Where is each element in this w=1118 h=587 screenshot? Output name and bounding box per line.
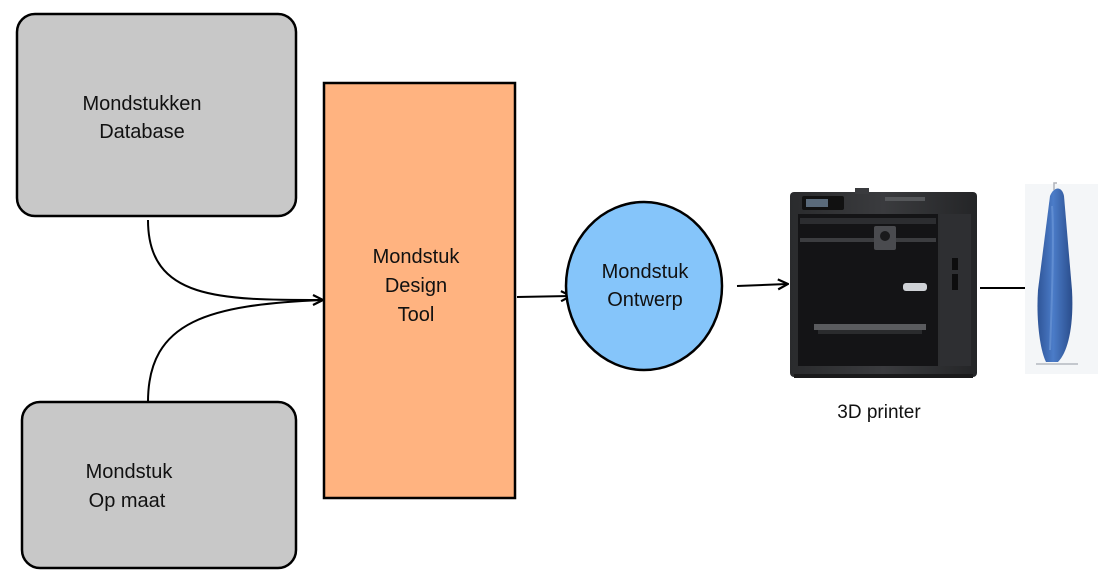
printer-caption: 3D printer [837, 402, 921, 423]
design-tool-label-line2: Design [385, 275, 447, 297]
design-tool-label-line1: Mondstuk [373, 246, 461, 268]
design-tool-box: Mondstuk Design Tool [322, 81, 517, 500]
database-label-line1: Mondstukken [83, 93, 202, 115]
database-box: Mondstukken Database [15, 12, 298, 218]
arrow-design-to-printer [736, 284, 787, 286]
design-label-line1: Mondstuk [602, 261, 690, 283]
printed-mouthpiece-icon [1025, 182, 1098, 374]
design-label-line2: Ontwerp [607, 289, 683, 311]
custom-box: Mondstuk Op maat [20, 400, 298, 570]
line-custom-to-tool [147, 299, 323, 403]
custom-label-line2: Op maat [89, 490, 166, 512]
design-tool-label-line3: Tool [398, 304, 435, 326]
arrow-database-to-tool [147, 219, 322, 300]
custom-label-line1: Mondstuk [86, 461, 174, 483]
arrow-tool-to-design [516, 296, 570, 297]
design-circle: Mondstuk Ontwerp [564, 200, 724, 372]
3d-printer-icon [790, 188, 977, 378]
database-label-line2: Database [99, 121, 185, 143]
